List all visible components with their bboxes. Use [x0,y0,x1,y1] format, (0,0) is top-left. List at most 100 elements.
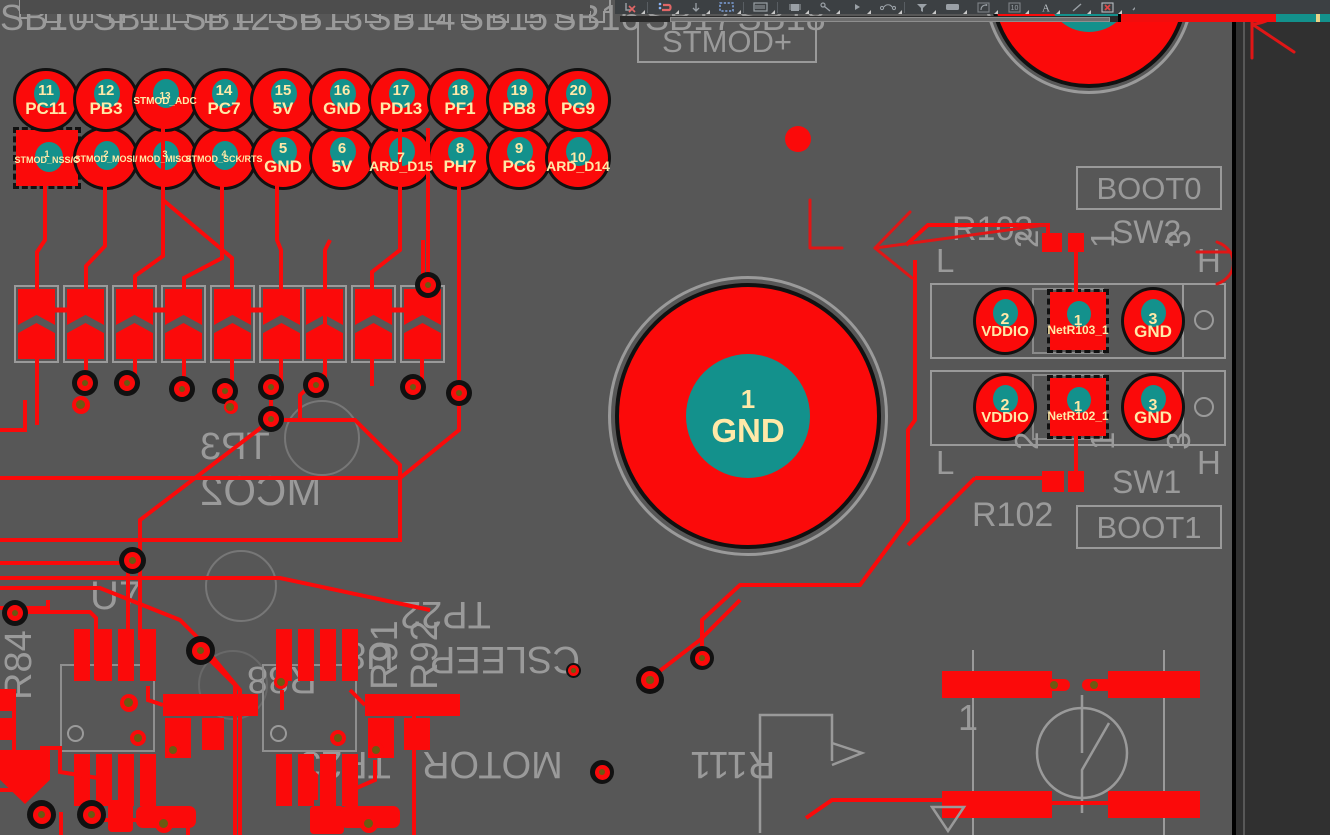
pad-11[interactable]: 11 PC11 [16,71,76,129]
sw2-pad-3[interactable]: 3 GND [1124,290,1182,352]
solder-bridge-sb14[interactable] [210,285,255,363]
pad-14[interactable]: 14 PC7 [194,71,254,129]
pcb-board-surface[interactable]: 1 STMOD_NSS/C 2 STMOD_MOSI/ 3 MOD_MISO/ … [0,0,1236,835]
via[interactable] [566,663,581,678]
pad-15[interactable]: 15 5V [253,71,313,129]
r103-pad-b[interactable] [1068,233,1084,252]
sw2-pad-1[interactable]: 1 NetR103_1 [1047,289,1109,353]
silk-boot0: BOOT0 [1076,166,1222,210]
via[interactable] [77,800,106,829]
pad-10[interactable]: 10 ARD_D14 [546,129,610,187]
footprint-tool-button[interactable] [779,0,810,14]
pad-tool-button[interactable] [937,0,968,14]
toolbar[interactable]: 10 A [615,0,1135,14]
sw2-pad-2[interactable]: 2 VDDIO [976,290,1034,352]
via[interactable] [114,370,140,396]
toolbar-underbar [620,16,1118,22]
via[interactable] [446,380,472,406]
tp22-pad-outline [205,550,277,622]
connector-shroud-shading [20,0,590,14]
bottom-silk-arrow [930,805,967,834]
pad-6[interactable]: 6 5V [312,129,372,187]
pad-8[interactable]: 8 PH7 [430,129,490,187]
zone-tool-button[interactable] [745,0,776,14]
pad-18[interactable]: 18 PF1 [430,71,490,129]
via[interactable] [303,372,329,398]
pad-2[interactable]: 2 STMOD_MOSI/ [74,129,138,187]
sw1-label-h: H [1197,444,1221,481]
arrow-annotation [808,198,1047,280]
via[interactable] [400,374,426,400]
delete-tool-button[interactable] [615,0,646,14]
net-tool-button[interactable] [872,0,903,14]
pad-17[interactable]: 17 PD13 [371,71,431,129]
via[interactable] [415,272,441,298]
measure-tool-button[interactable] [810,0,841,14]
highlight-tool-button[interactable] [1123,0,1135,14]
tp3-pad-outline [284,400,360,476]
via[interactable] [212,378,238,404]
pad-12[interactable]: 12 PB3 [76,71,136,129]
delete-item-tool-button[interactable] [1092,0,1123,14]
via[interactable] [690,646,714,670]
u8-pin1-marker [270,725,287,742]
via[interactable] [27,800,56,829]
via[interactable] [258,374,284,400]
fill-tool-button[interactable] [906,0,937,14]
sw2-label-l: L [936,242,955,279]
play-tool-button[interactable] [841,0,872,14]
pad-3[interactable]: 3 MOD_MISO/ [135,129,195,187]
via[interactable] [72,370,98,396]
arc-tool-button[interactable] [968,0,999,14]
board-edge-line [1232,0,1236,835]
line-tool-button[interactable] [1061,0,1092,14]
pad-1[interactable]: 1 STMOD_NSS/C [13,127,81,189]
r103-pad-a[interactable] [1042,233,1062,252]
via[interactable] [636,666,664,694]
via[interactable] [2,600,28,626]
silk-sw1: SW1 [1112,464,1182,500]
via[interactable] [258,406,284,432]
pad-13[interactable]: 13 STMOD_ADC [133,71,197,129]
footprint-pin-label: 1 [958,697,979,738]
text-tool-button[interactable]: A [1030,0,1061,14]
svg-text:10: 10 [1011,5,1019,12]
dimension-tool-button[interactable]: 10 [999,0,1030,14]
via[interactable] [169,376,195,402]
silk-r102: R102 [972,496,1054,534]
sw2-pin-o [1194,310,1214,330]
pad-20[interactable]: 20 PG9 [548,71,608,129]
toolbar-right-filler [1135,0,1330,14]
solder-bridge-sb11[interactable] [63,285,108,363]
pad-4[interactable]: 4 STMOD_SCK/RTS [185,129,263,187]
svg-text:A: A [1042,2,1050,13]
via[interactable] [119,547,146,574]
sw1-label-l: L [936,444,955,481]
solder-bridge-sb12[interactable] [112,285,157,363]
canvas-outside-board [1236,0,1330,835]
bottom-silk-outline [758,713,866,833]
layer-color-strip[interactable] [1118,14,1330,22]
pad-9[interactable]: 9 PC6 [489,129,549,187]
sw1-pad-2[interactable]: 2 VDDIO [976,376,1034,438]
sw1-pad-1[interactable]: 1 NetR102_1 [1047,375,1109,439]
transistor-symbol-icon [1035,695,1129,813]
silk-sw2: SW2 [1112,214,1182,250]
sw1-pin-o [1194,397,1214,417]
stray-copper-dot[interactable] [785,126,811,152]
via[interactable] [590,760,614,784]
route-tool-button[interactable] [649,0,680,14]
u7-pin1-marker [67,725,84,742]
via[interactable] [186,636,215,665]
via-tool-button[interactable] [680,0,711,14]
r102-pad-b[interactable] [1068,471,1084,492]
pad-5[interactable]: 5 GND [253,129,313,187]
mounting-hole-center[interactable]: 1 GND [608,276,888,556]
pad-16[interactable]: 16 GND [312,71,372,129]
sw1-pad-3[interactable]: 3 GND [1124,376,1182,438]
pad-19[interactable]: 19 PB8 [489,71,549,129]
r102-pad-a[interactable] [1042,471,1064,492]
copper-traces [0,128,1078,835]
select-area-tool-button[interactable] [711,0,742,14]
